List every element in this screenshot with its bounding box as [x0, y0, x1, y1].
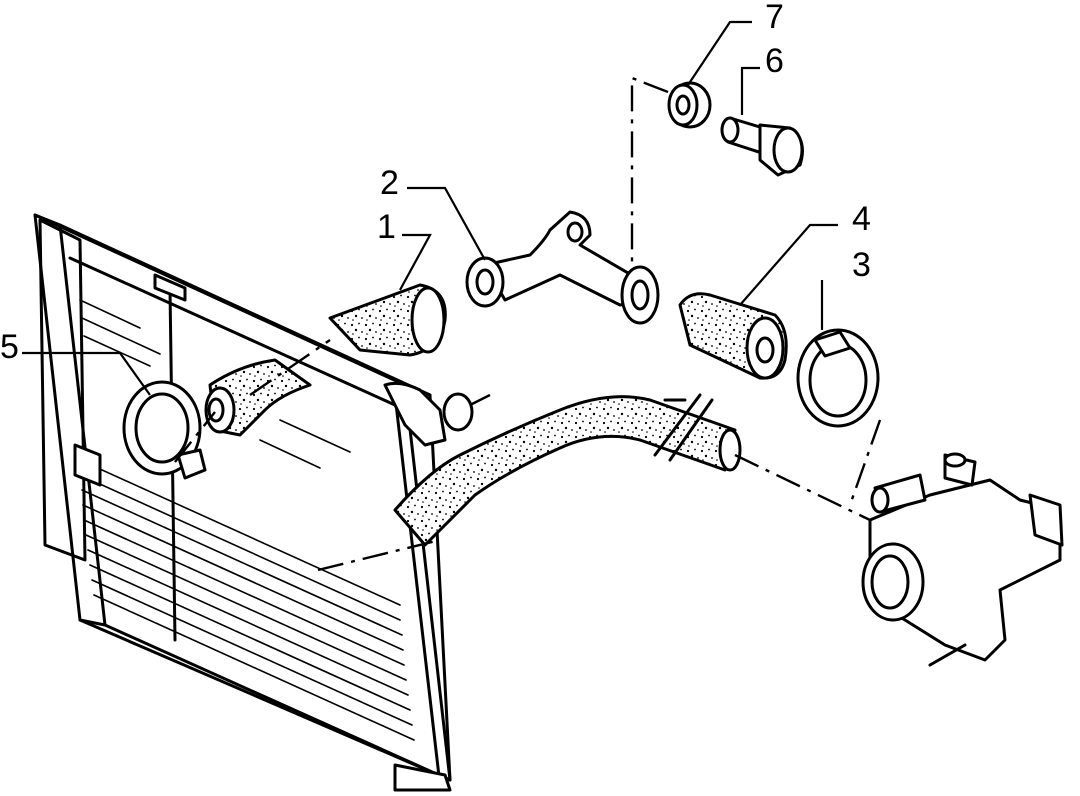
part-3-clamp	[796, 328, 880, 428]
radiator	[33, 213, 474, 792]
callout-labels: 1 2 3 4 5 6 7	[0, 0, 871, 366]
callout-7: 7	[765, 0, 784, 36]
part-1-hose	[328, 283, 447, 357]
lower-coolant-hose	[393, 393, 742, 547]
callout-3: 3	[852, 246, 871, 284]
callout-6: 6	[765, 42, 784, 80]
part-4-short-hose	[678, 292, 788, 380]
callout-4: 4	[852, 200, 871, 238]
part-2-pipe	[465, 210, 660, 325]
part-5-clamp	[122, 380, 207, 480]
callout-leaders	[22, 20, 838, 396]
radiator-core-fins	[79, 299, 415, 741]
part-6-bolt	[720, 116, 804, 177]
callout-1: 1	[377, 208, 396, 246]
callout-5: 5	[0, 328, 19, 366]
callout-2: 2	[380, 164, 399, 202]
part-7-washer	[667, 81, 712, 129]
thermostat-housing	[861, 452, 1064, 667]
elbow-hose	[204, 358, 312, 437]
assembly-guide-lines	[174, 76, 882, 572]
